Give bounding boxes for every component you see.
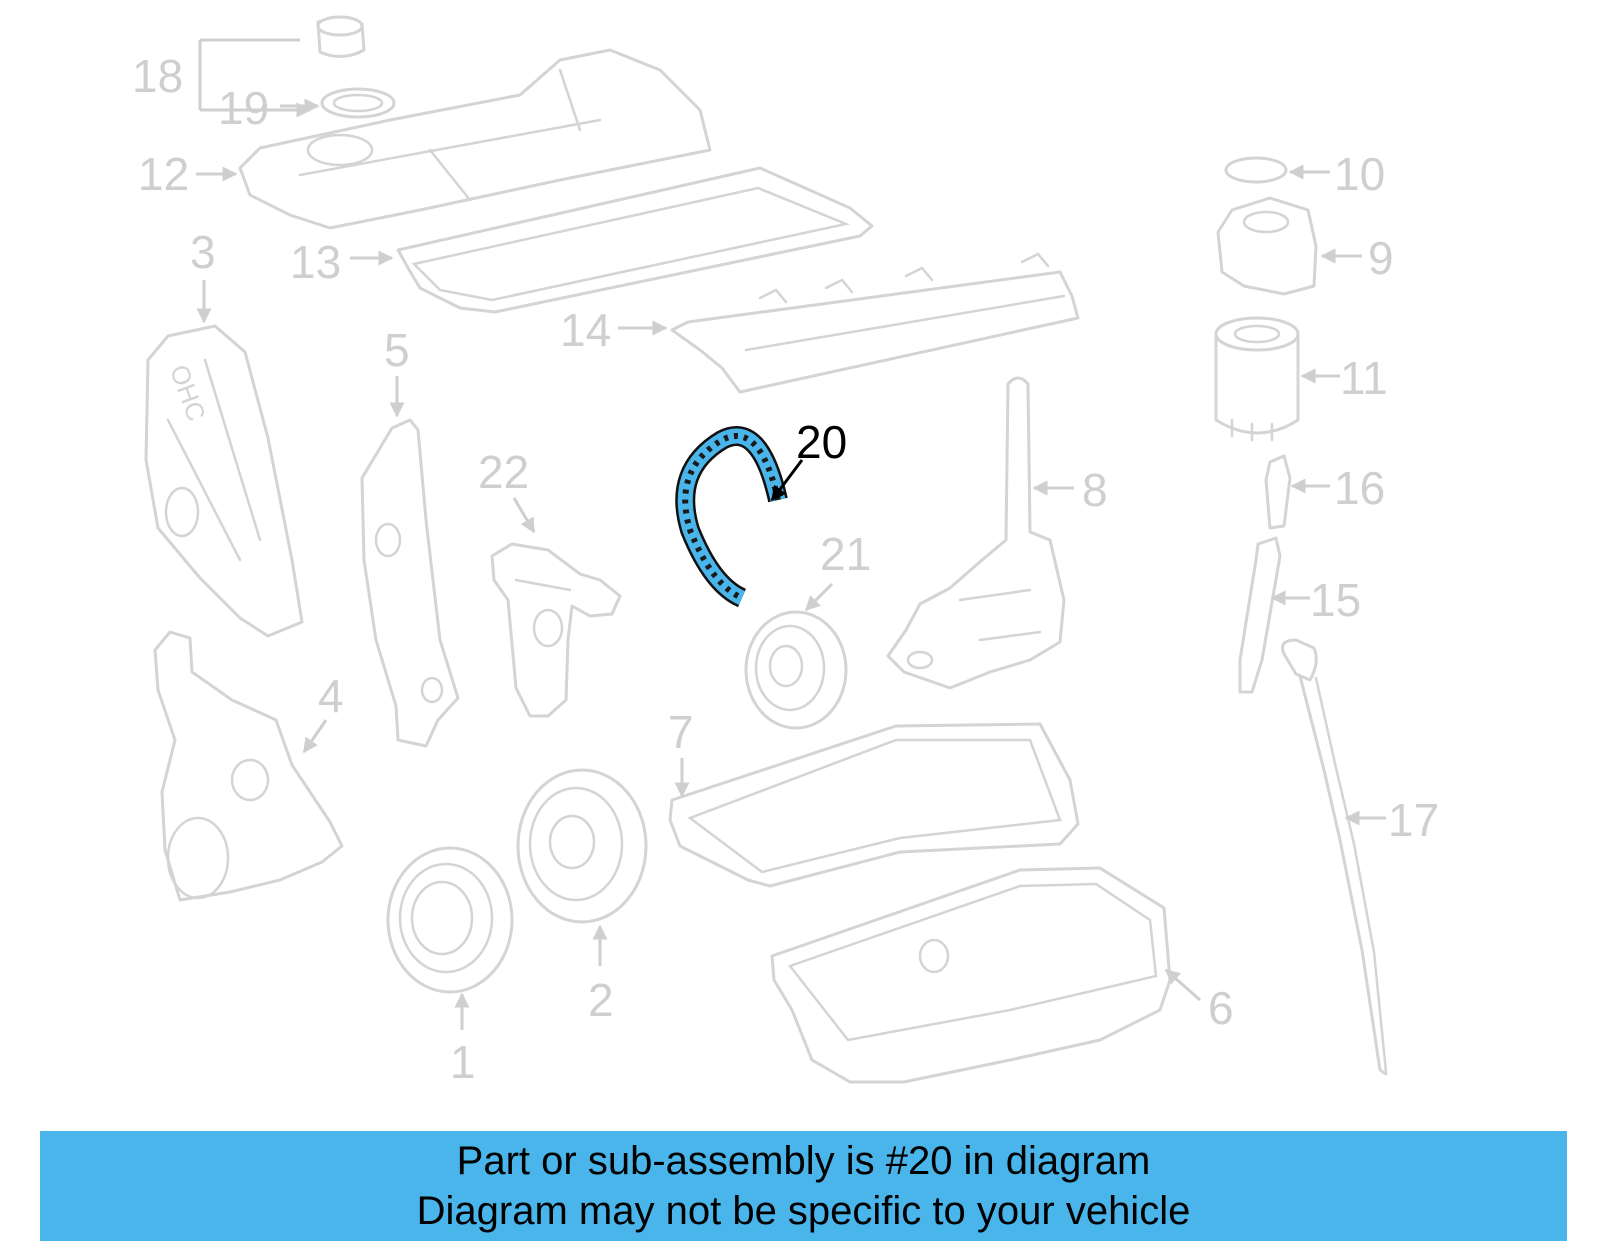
callout-label: 4 [318,670,344,722]
callout-18: 18 [132,38,310,110]
callout-16: 16 [1290,462,1385,514]
callout-label: 18 [132,50,183,102]
part-9-oil-filter-adapter [1216,196,1318,296]
callout-13: 13 [290,236,394,288]
callout-12: 12 [138,148,238,200]
callout-20: 20 [770,416,847,502]
callout-label: 9 [1368,232,1394,284]
part-3-timing-belt-cover: OHC [144,324,304,638]
part-2-crankshaft-pulley [516,768,648,924]
part-18-oil-filler-cap [316,15,366,58]
callout-9: 9 [1320,232,1394,284]
part-4-engine-mount-bracket [153,630,344,902]
callout-7: 7 [668,706,694,798]
part-13-valve-cover-gasket [396,166,874,314]
part-5-rear-timing-cover [360,418,460,748]
banner-line-part: Part or sub-assembly is #20 in diagram [456,1139,1151,1183]
callout-label: 22 [478,446,529,498]
banner-line-disclaimer: Diagram may not be specific to your vehi… [416,1189,1191,1233]
info-banner: Part or sub-assembly is #20 in diagram D… [40,1131,1567,1241]
part-17-oil-dipstick [1281,638,1388,1076]
callout-label: 13 [290,236,341,288]
callout-label: 3 [190,226,216,278]
part-20-timing-belt [675,426,788,608]
callout-label: 6 [1208,982,1234,1034]
part-21-idler-pulley [744,610,848,730]
callout-5: 5 [384,324,410,418]
callout-22: 22 [478,446,536,534]
callout-label: 8 [1082,464,1108,516]
callout-21: 21 [804,528,871,612]
callout-label: 1 [450,1036,476,1088]
part-6-oil-pan [770,866,1172,1084]
part-7-oil-pan-gasket [668,722,1080,888]
callout-label-highlighted: 20 [796,416,847,468]
part-8-oil-pump [886,376,1066,690]
callout-14: 14 [560,304,668,356]
part-12-valve-cover [238,48,712,230]
callout-label: 10 [1334,148,1385,200]
callout-6: 6 [1164,968,1234,1034]
callout-11: 11 [1300,352,1388,404]
callout-label: 5 [384,324,410,376]
part-1-accessory-pulley [386,846,514,994]
part-22-belt-tensioner [490,542,622,718]
callout-label: 14 [560,304,611,356]
callout-label: 2 [588,974,614,1026]
part-10-o-ring [1224,156,1288,184]
callout-17: 17 [1344,794,1439,846]
callout-2: 2 [588,924,614,1026]
callout-15: 15 [1270,574,1361,626]
callout-label: 12 [138,148,189,200]
callout-label: 19 [218,82,269,134]
callout-label: 11 [1340,352,1388,404]
callout-8: 8 [1032,464,1108,516]
callout-label: 7 [668,706,694,758]
callout-label: 21 [820,528,871,580]
part-19-cap-seal [320,87,396,119]
callout-19: 19 [218,82,320,134]
part-11-oil-filter [1214,316,1300,442]
part-16-dipstick-tube-seal [1264,454,1292,530]
part-15-dipstick-tube [1238,536,1282,694]
callout-3: 3 [190,226,216,324]
callout-1: 1 [450,992,476,1088]
callout-label: 17 [1388,794,1439,846]
callout-4: 4 [302,670,344,754]
callout-label: 15 [1310,574,1361,626]
callout-label: 16 [1334,462,1385,514]
part-14-spark-plug-cover [670,252,1080,394]
callout-10: 10 [1288,148,1385,200]
